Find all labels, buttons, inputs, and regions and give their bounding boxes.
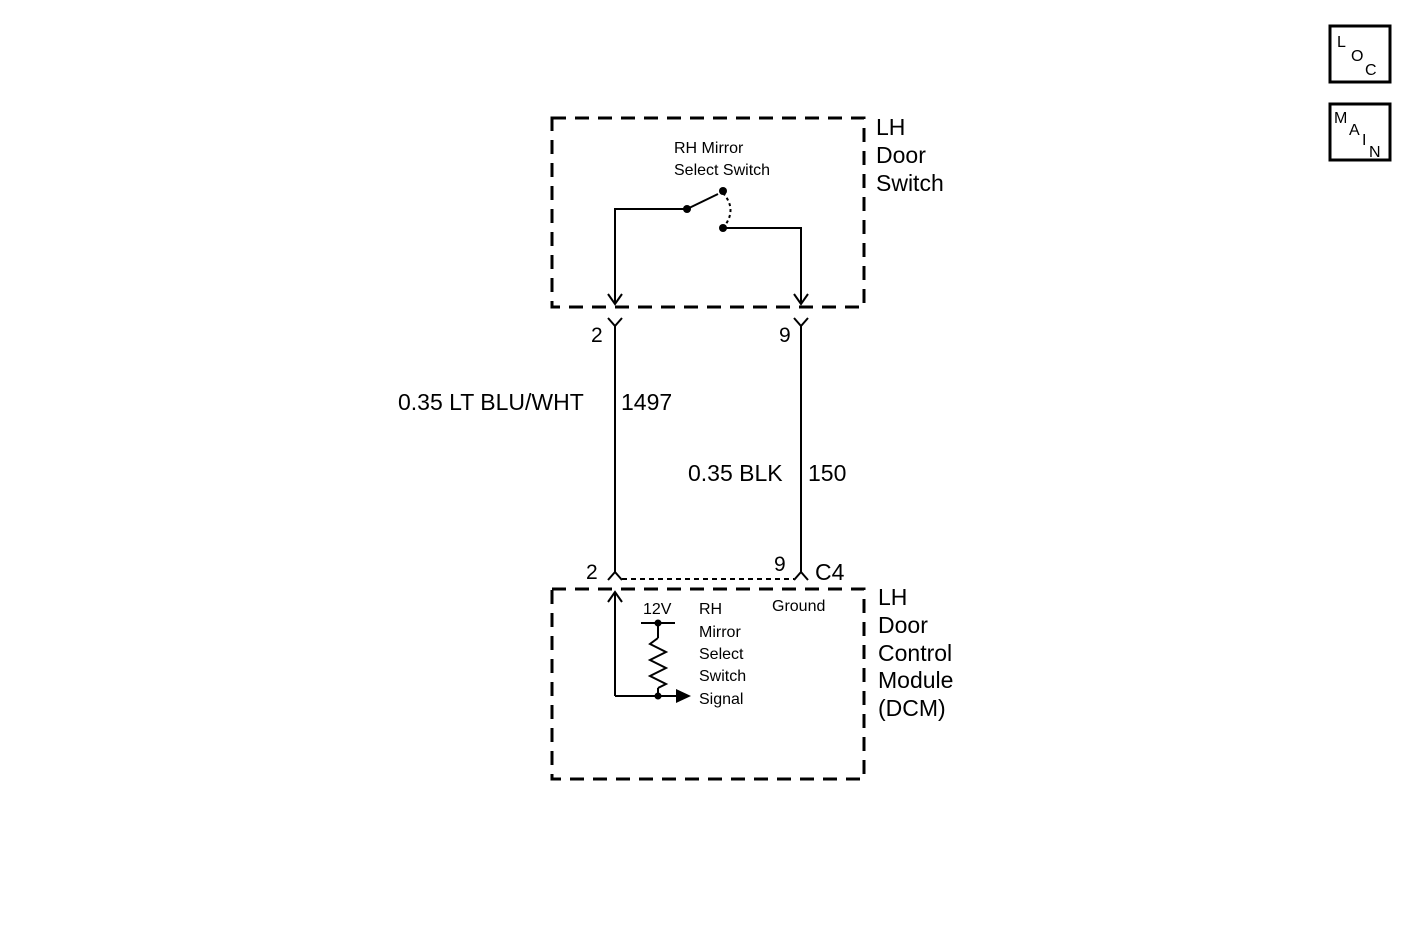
wire-left-circuit: 1497 [621,389,672,415]
switch-label-2: Select Switch [674,162,770,179]
main-letter-i: I [1362,132,1366,149]
dcm-title-3: Control [878,640,952,666]
connector-c4-label: C4 [815,559,845,585]
loc-button[interactable]: L O C [1328,24,1392,84]
signal-label-5: Signal [699,691,743,708]
switch-pin-2: 2 [591,324,603,347]
loc-letter-o: O [1351,48,1363,65]
connector-c4: 2 9 C4 [586,553,845,585]
door-switch-title-3: Switch [876,170,944,196]
door-switch-title-1: LH [876,114,905,140]
main-letter-n: N [1369,144,1381,161]
wire-right: 0.35 BLK 150 [688,326,846,572]
voltage-label: 12V [643,601,672,618]
dcm-title-4: Module [878,667,953,693]
signal-label-3: Select [699,646,744,663]
dcm-title-1: LH [878,584,907,610]
loc-letter-l: L [1337,34,1346,51]
loc-letter-c: C [1365,62,1377,79]
rh-mirror-select-switch [607,192,809,306]
door-switch-title-2: Door [876,142,926,168]
wire-left-label: 0.35 LT BLU/WHT [398,389,584,415]
dcm-pin-2: 2 [586,561,598,584]
wire-left: 0.35 LT BLU/WHT 1497 [398,326,672,572]
dcm-title-2: Door [878,612,928,638]
door-switch-boundary [550,116,866,309]
pullup-resistor-circuit [607,590,678,697]
switch-label-1: RH Mirror [674,140,744,157]
dcm-component: LH Door Control Module (DCM) Ground 12V … [550,584,953,781]
dcm-boundary [550,587,866,781]
door-switch-component: LH Door Switch RH Mirror Select Switch 2… [550,114,944,347]
ground-label: Ground [772,598,825,615]
dcm-title-5: (DCM) [878,695,946,721]
wire-right-circuit: 150 [808,460,846,486]
main-letter-m: M [1334,110,1347,127]
dcm-pin-9: 9 [774,553,786,576]
wire-right-label: 0.35 BLK [688,460,783,486]
signal-label-1: RH [699,601,722,618]
main-letter-a: A [1349,122,1360,139]
main-button[interactable]: M A I N [1328,102,1392,162]
switch-pin-9: 9 [779,324,791,347]
signal-label-4: Switch [699,668,746,685]
signal-label-2: Mirror [699,624,741,641]
